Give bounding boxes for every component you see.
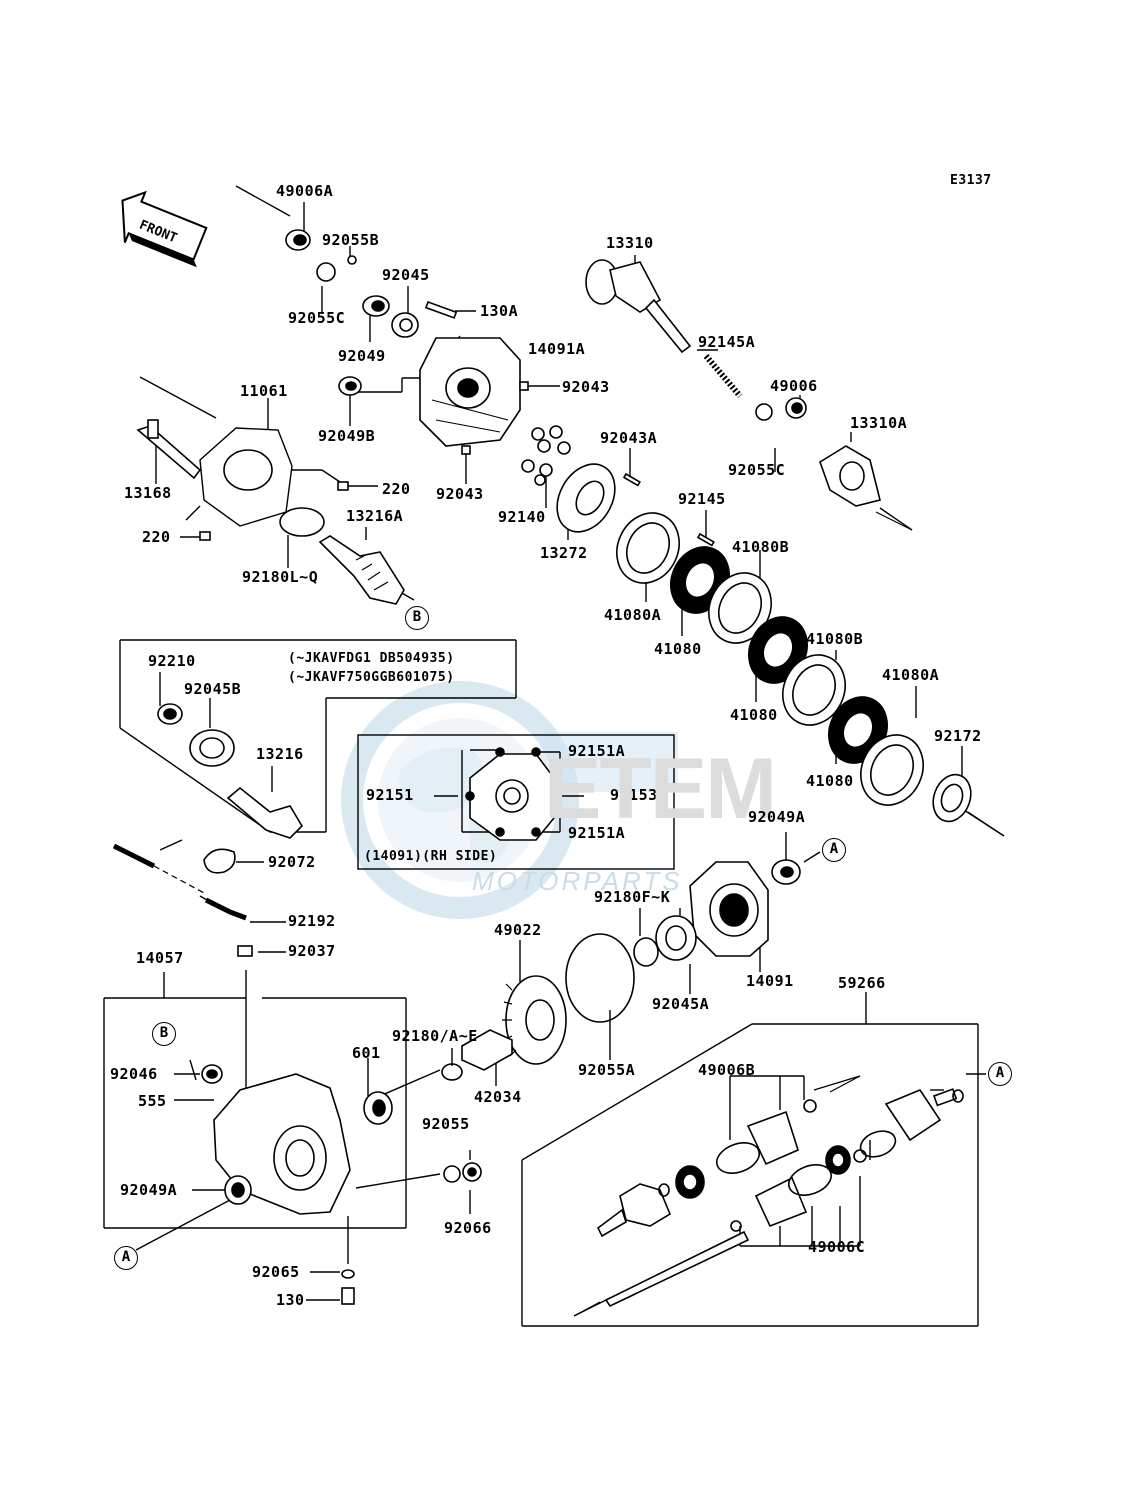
part-label[interactable]: 92055 xyxy=(422,1115,470,1133)
part-label[interactable]: 13272 xyxy=(540,544,588,562)
leader-lines xyxy=(103,185,1005,1327)
rh-side-inset-box xyxy=(357,734,675,870)
part-label[interactable]: 220 xyxy=(382,480,411,498)
part-label[interactable]: 92153 xyxy=(610,786,658,804)
inset-caption: (14091)(RH SIDE) xyxy=(364,849,498,864)
part-label[interactable]: 41080A xyxy=(882,666,940,684)
part-label[interactable]: 92140 xyxy=(498,508,546,526)
part-label[interactable]: 92043A xyxy=(600,429,658,447)
direction-marks xyxy=(573,511,1005,1317)
part-shapes xyxy=(112,229,972,1308)
part-label[interactable]: 555 xyxy=(138,1092,167,1110)
ref-mark-b: B xyxy=(405,606,429,630)
part-label[interactable]: 92046 xyxy=(110,1065,158,1083)
part-label[interactable]: 92045B xyxy=(184,680,242,698)
part-label[interactable]: 41080B xyxy=(732,538,790,556)
part-label[interactable]: 92037 xyxy=(288,942,336,960)
part-label[interactable]: 92151A xyxy=(568,824,626,842)
part-label[interactable]: 92180/A~E xyxy=(392,1027,478,1045)
part-label[interactable]: 92151 xyxy=(366,786,414,804)
part-label[interactable]: 13216A xyxy=(346,507,404,525)
part-label[interactable]: 14057 xyxy=(136,949,184,967)
part-label[interactable]: 59266 xyxy=(838,974,886,992)
part-label[interactable]: 42034 xyxy=(474,1088,522,1106)
part-label[interactable]: 41080 xyxy=(654,640,702,658)
part-label[interactable]: 49006C xyxy=(808,1238,866,1256)
part-label[interactable]: 92055B xyxy=(322,231,380,249)
part-label[interactable]: 92049B xyxy=(318,427,376,445)
part-label[interactable]: 41080 xyxy=(806,772,854,790)
part-label[interactable]: 11061 xyxy=(240,382,288,400)
part-label[interactable]: 49006A xyxy=(276,182,334,200)
part-label[interactable]: 92055C xyxy=(728,461,786,479)
part-label[interactable]: 92145A xyxy=(698,333,756,351)
part-label[interactable]: 92049A xyxy=(120,1181,178,1199)
part-label[interactable]: 13216 xyxy=(256,745,304,763)
serial-note-2: (~JKAVF750GGB601075) xyxy=(288,670,455,685)
part-label[interactable]: 92045A xyxy=(652,995,710,1013)
part-label[interactable]: 92172 xyxy=(934,727,982,745)
part-label[interactable]: 92055A xyxy=(578,1061,636,1079)
part-label[interactable]: 92055C xyxy=(288,309,346,327)
ref-mark-a: A xyxy=(114,1246,138,1270)
watermark-blue-panel xyxy=(540,732,678,792)
part-label[interactable]: 92045 xyxy=(382,266,430,284)
ref-mark-a: A xyxy=(988,1062,1012,1086)
part-label[interactable]: 220 xyxy=(142,528,171,546)
part-label[interactable]: 92180L~Q xyxy=(242,568,319,586)
part-label[interactable]: 92065 xyxy=(252,1263,300,1281)
part-label[interactable]: 92043 xyxy=(562,378,610,396)
part-label[interactable]: 92192 xyxy=(288,912,336,930)
part-label[interactable]: 92043 xyxy=(436,485,484,503)
part-label[interactable]: 92049 xyxy=(338,347,386,365)
part-label[interactable]: 92180F~K xyxy=(594,888,671,906)
part-label[interactable]: 41080B xyxy=(806,630,864,648)
part-label[interactable]: 49006B xyxy=(698,1061,756,1079)
part-label[interactable]: 601 xyxy=(352,1044,381,1062)
part-label[interactable]: 92145 xyxy=(678,490,726,508)
part-label[interactable]: 92066 xyxy=(444,1219,492,1237)
part-label[interactable]: 41080A xyxy=(604,606,662,624)
diagram-code: E3137 xyxy=(950,173,992,188)
part-label[interactable]: 49006 xyxy=(770,377,818,395)
part-label[interactable]: 13168 xyxy=(124,484,172,502)
serial-note-1: (~JKAVFDG1 DB504935) xyxy=(288,651,455,666)
part-label[interactable]: 41080 xyxy=(730,706,778,724)
part-label[interactable]: 14091 xyxy=(746,972,794,990)
front-arrow-icon xyxy=(121,190,208,268)
ref-mark-a: A xyxy=(822,838,846,862)
part-label[interactable]: 92151A xyxy=(568,742,626,760)
part-label[interactable]: 130A xyxy=(480,302,519,320)
part-label[interactable]: 92072 xyxy=(268,853,316,871)
part-label[interactable]: 14091A xyxy=(528,340,586,358)
ref-mark-b: B xyxy=(152,1022,176,1046)
part-label[interactable]: 92210 xyxy=(148,652,196,670)
part-label[interactable]: 130 xyxy=(276,1291,305,1309)
part-label[interactable]: 92049A xyxy=(748,808,806,826)
part-label[interactable]: 13310A xyxy=(850,414,908,432)
part-label[interactable]: 49022 xyxy=(494,921,542,939)
part-label[interactable]: 13310 xyxy=(606,234,654,252)
